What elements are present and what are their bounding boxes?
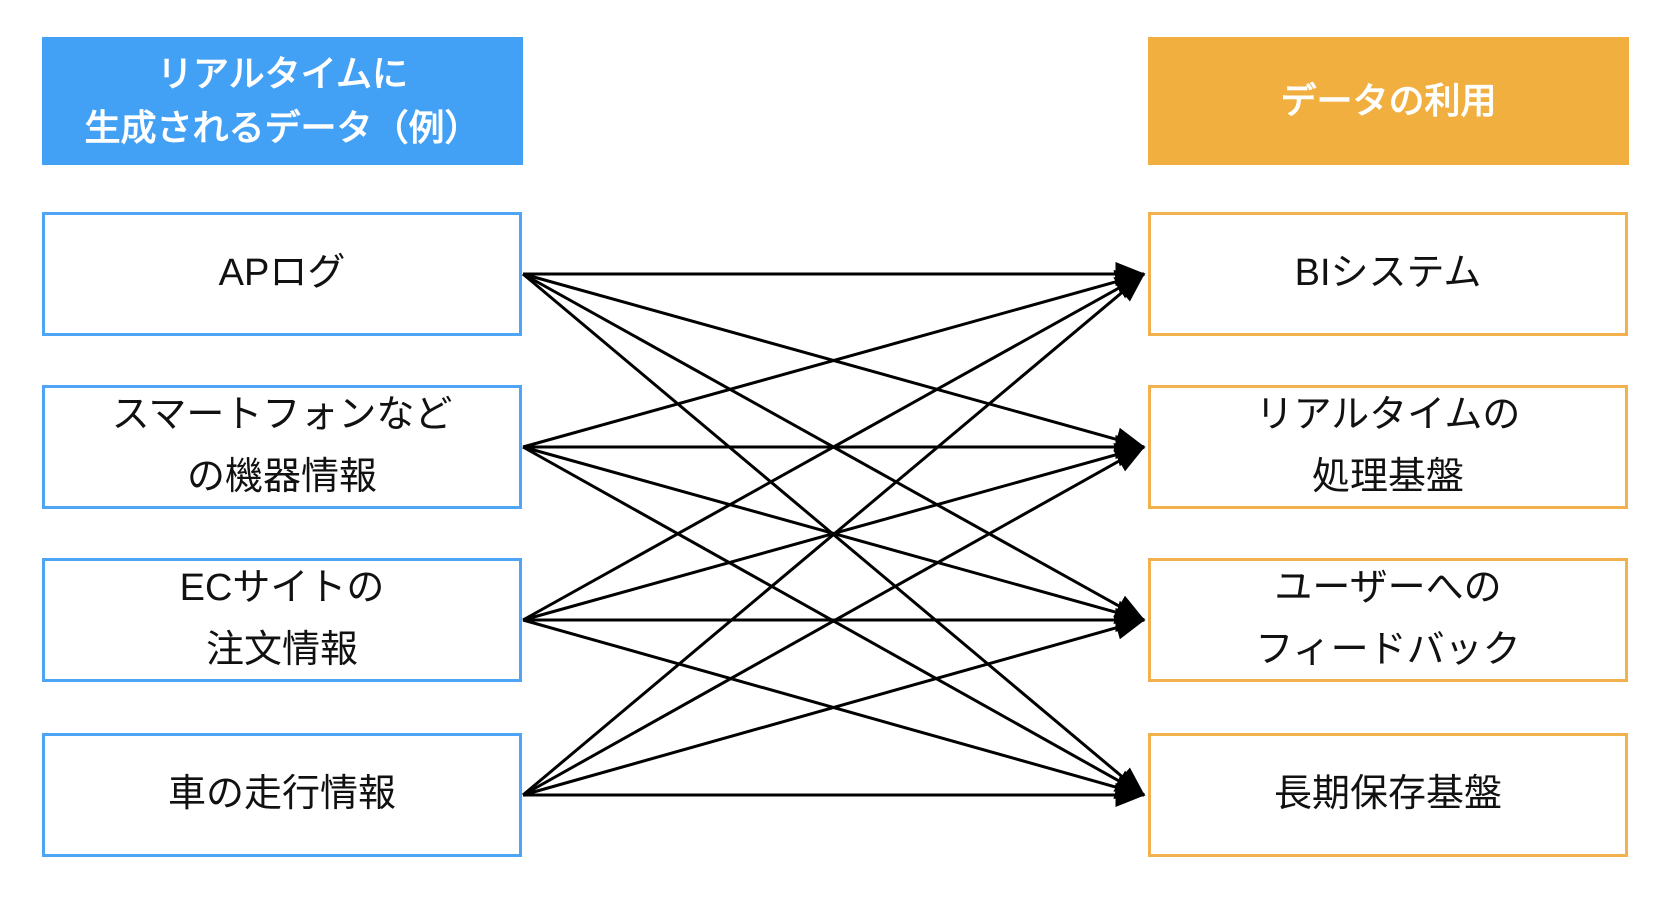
source-box-ap-log-label: APログ <box>218 252 346 295</box>
connection-line <box>522 445 1146 797</box>
left-column-header-label: リアルタイムに 生成されるデータ（例） <box>84 53 481 148</box>
target-box-long-term-storage-label: 長期保存基盤 <box>1273 773 1502 816</box>
target-box-user-feedback-label: ユーザーへの フィードバック <box>1255 567 1521 671</box>
target-box-bi-system-label: BIシステム <box>1294 252 1482 295</box>
source-box-car-driving-label: 車の走行情報 <box>167 773 396 816</box>
connection-line <box>522 445 1146 624</box>
connection-line <box>522 272 1146 451</box>
source-box-car-driving: 車の走行情報 <box>42 733 522 857</box>
connection-line <box>522 272 1146 797</box>
connection-line <box>522 270 1146 449</box>
connection-line <box>522 272 1146 797</box>
source-box-device-info-label: スマートフォンなど の機器情報 <box>111 394 453 498</box>
connection-line <box>522 445 1146 797</box>
source-box-ap-log: APログ <box>42 212 522 336</box>
target-box-long-term-storage: 長期保存基盤 <box>1148 733 1628 857</box>
left-column-header: リアルタイムに 生成されるデータ（例） <box>42 37 523 165</box>
right-column-header-label: データの利用 <box>1280 80 1497 121</box>
target-box-realtime-processing: リアルタイムの 処理基盤 <box>1148 385 1628 509</box>
target-box-bi-system: BIシステム <box>1148 212 1628 336</box>
connection-line <box>522 272 1146 622</box>
connection-line <box>522 616 1146 797</box>
connection-line <box>522 272 1146 622</box>
connection-line <box>522 618 1146 799</box>
target-box-user-feedback: ユーザーへの フィードバック <box>1148 558 1628 682</box>
right-column-header: データの利用 <box>1148 37 1629 165</box>
source-box-ec-orders-label: ECサイトの 注文情報 <box>179 567 385 671</box>
connection-line <box>522 443 1146 622</box>
source-box-ec-orders: ECサイトの 注文情報 <box>42 558 522 682</box>
target-box-realtime-processing-label: リアルタイムの 処理基盤 <box>1255 394 1521 498</box>
source-box-device-info: スマートフォンなど の機器情報 <box>42 385 522 509</box>
